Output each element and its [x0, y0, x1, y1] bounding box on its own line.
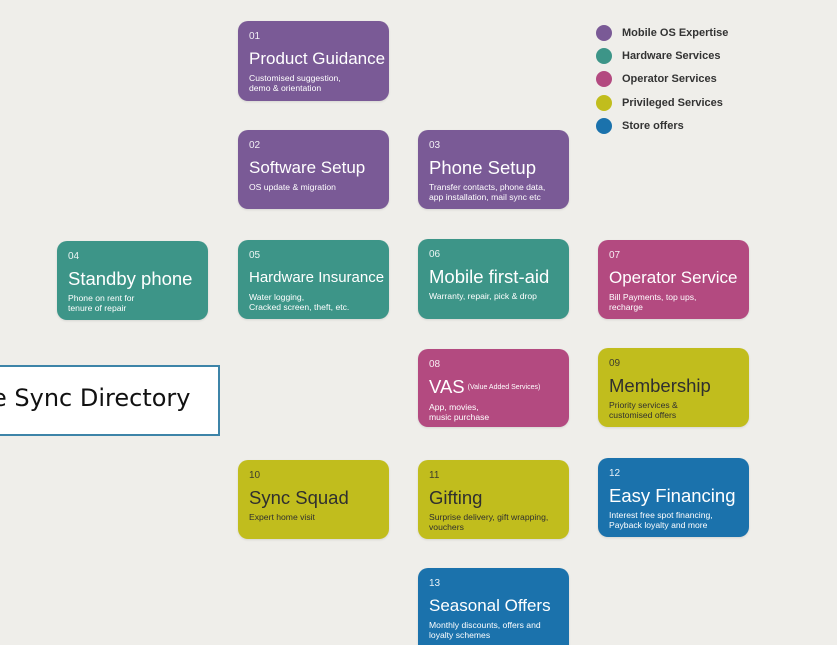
tile-gifting[interactable]: 11 Gifting Surprise delivery, gift wrapp… — [418, 460, 569, 539]
tile-number: 04 — [68, 251, 80, 262]
directory-label-box: e Sync Directory — [0, 365, 220, 436]
tile-description: Warranty, repair, pick & drop — [429, 291, 537, 301]
tile-title: Mobile first-aid — [429, 266, 550, 287]
teal-dot-icon — [596, 47, 612, 64]
tile-number: 01 — [249, 31, 261, 42]
tile-number: 12 — [609, 468, 621, 479]
tile-description: Interest free spot financing, Payback lo… — [609, 510, 713, 530]
tile-hardware-insurance[interactable]: 05 Hardware Insurance Water logging, Cra… — [238, 240, 389, 319]
tile-description: Water logging, Cracked screen, theft, et… — [249, 292, 350, 312]
tile-mobile-first-aid[interactable]: 06 Mobile first-aid Warranty, repair, pi… — [418, 239, 569, 319]
legend-item-operator: Operator Services — [596, 68, 816, 91]
tile-description: Priority services & customised offers — [609, 400, 678, 420]
tile-description: Customised suggestion, demo & orientatio… — [249, 73, 341, 93]
tile-seasonal-offers[interactable]: 13 Seasonal Offers Monthly discounts, of… — [418, 568, 569, 645]
tile-number: 13 — [429, 578, 441, 589]
legend-item-privileged: Privileged Services — [596, 91, 816, 114]
purple-dot-icon — [596, 24, 612, 41]
tile-number: 09 — [609, 358, 621, 369]
legend-item-hardware: Hardware Services — [596, 44, 816, 67]
tile-vas[interactable]: 08 VAS(Value Added Services) App, movies… — [418, 349, 569, 427]
tile-description: Phone on rent for tenure of repair — [68, 293, 135, 313]
tile-title: Hardware Insurance — [249, 269, 385, 286]
tile-description: Expert home visit — [249, 512, 315, 522]
tile-product-guidance[interactable]: 01 Product Guidance Customised suggestio… — [238, 21, 389, 101]
tile-title: Membership — [609, 375, 711, 396]
directory-label: e Sync Directory — [0, 384, 191, 412]
tile-number: 10 — [249, 470, 261, 481]
tile-sync-squad[interactable]: 10 Sync Squad Expert home visit — [238, 460, 389, 539]
legend-label: Mobile OS Expertise — [622, 26, 729, 39]
blue-dot-icon — [596, 117, 612, 134]
tile-number: 03 — [429, 140, 441, 151]
tile-description: App, movies, music purchase — [429, 402, 490, 423]
tile-number: 08 — [429, 359, 441, 370]
tile-title-text: VAS — [429, 376, 465, 397]
tile-number: 11 — [429, 470, 440, 481]
tile-title: Software Setup — [249, 158, 366, 177]
tile-title: Operator Service — [609, 268, 738, 287]
tile-description: Bill Payments, top ups, recharge — [609, 292, 697, 312]
tile-description: OS update & migration — [249, 182, 336, 192]
tile-title: Sync Squad — [249, 487, 349, 508]
tile-phone-setup[interactable]: 03 Phone Setup Transfer contacts, phone … — [418, 130, 569, 209]
tile-title: Product Guidance — [249, 49, 386, 68]
legend-label: Store offers — [622, 119, 684, 132]
tile-software-setup[interactable]: 02 Software Setup OS update & migration — [238, 130, 389, 209]
legend-item-mobile-os: Mobile OS Expertise — [596, 21, 816, 44]
legend-item-store: Store offers — [596, 114, 816, 137]
tile-easy-financing[interactable]: 12 Easy Financing Interest free spot fin… — [598, 458, 749, 537]
tile-number: 02 — [249, 140, 261, 151]
tile-title: Seasonal Offers — [429, 596, 551, 615]
tile-description: Transfer contacts, phone data, app insta… — [429, 182, 546, 202]
tile-title: Phone Setup — [429, 157, 536, 178]
tile-title: VAS(Value Added Services) — [429, 376, 558, 399]
tile-title: Easy Financing — [609, 485, 736, 506]
tile-subtitle: (Value Added Services) — [467, 384, 541, 392]
magenta-dot-icon — [596, 71, 612, 88]
legend-label: Privileged Services — [622, 96, 723, 109]
legend: Mobile OS Expertise Hardware Services Op… — [596, 21, 816, 137]
tile-number: 05 — [249, 250, 261, 261]
olive-dot-icon — [596, 94, 612, 111]
tile-title: Standby phone — [68, 268, 193, 289]
legend-label: Operator Services — [622, 73, 717, 86]
tile-number: 07 — [609, 250, 621, 261]
tile-standby-phone[interactable]: 04 Standby phone Phone on rent for tenur… — [57, 241, 208, 320]
legend-label: Hardware Services — [622, 49, 721, 62]
tile-number: 06 — [429, 249, 441, 260]
tile-description: Monthly discounts, offers and loyalty sc… — [429, 620, 541, 640]
tile-title: Gifting — [429, 487, 483, 508]
tile-operator-service[interactable]: 07 Operator Service Bill Payments, top u… — [598, 240, 749, 319]
tile-description: Surprise delivery, gift wrapping, vouche… — [429, 512, 549, 532]
tile-membership[interactable]: 09 Membership Priority services & custom… — [598, 348, 749, 427]
